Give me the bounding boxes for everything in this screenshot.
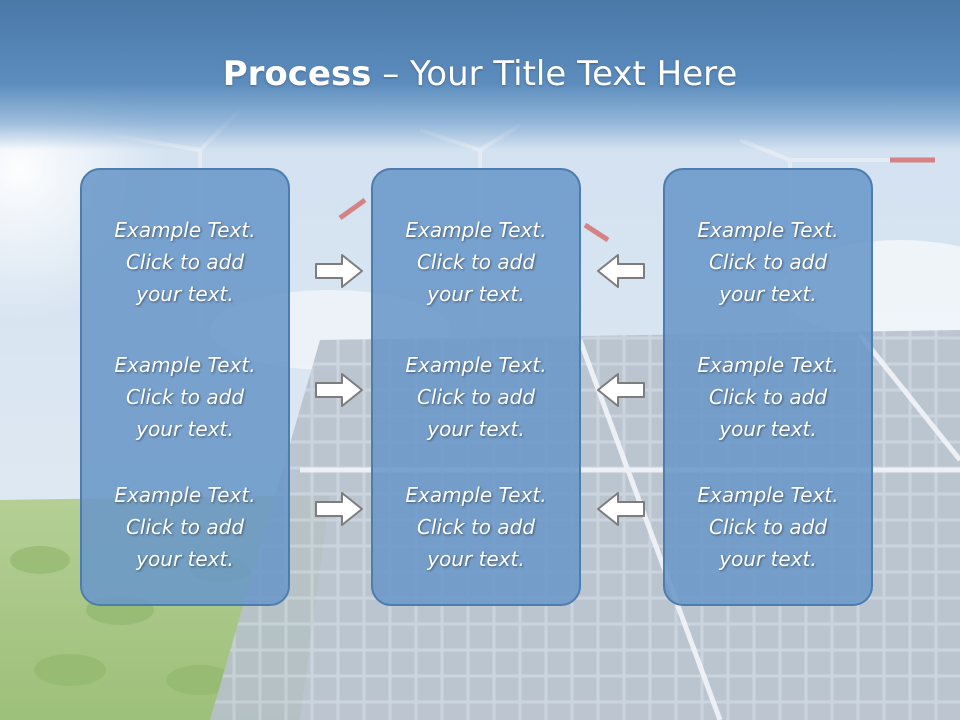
arrow-left-icon[interactable] (596, 253, 646, 289)
panel-text-block[interactable]: Example Text. Click to add your text. (373, 214, 579, 310)
title-bold: Process (222, 54, 372, 94)
panel-text-block[interactable]: Example Text. Click to add your text. (82, 349, 288, 445)
text-line: your text. (136, 417, 234, 441)
text-line: Click to add (125, 250, 245, 274)
text-line: Click to add (416, 385, 536, 409)
text-line: Click to add (125, 515, 245, 539)
arrow-right-icon[interactable] (314, 491, 364, 527)
panel-text-block[interactable]: Example Text. Click to add your text. (665, 479, 871, 575)
arrow-right-icon[interactable] (314, 372, 364, 408)
title-band (0, 0, 960, 150)
arrow-right-icon[interactable] (314, 253, 364, 289)
panel-text-block[interactable]: Example Text. Click to add your text. (665, 214, 871, 310)
text-line: your text. (136, 282, 234, 306)
text-line: Example Text. (405, 483, 547, 507)
text-line: Example Text. (405, 353, 547, 377)
text-line: Click to add (125, 385, 245, 409)
text-line: your text. (427, 417, 525, 441)
text-line: Example Text. (697, 353, 839, 377)
text-line: Click to add (416, 515, 536, 539)
process-panel-left[interactable]: Example Text. Click to add your text. Ex… (80, 168, 290, 606)
text-line: your text. (719, 282, 817, 306)
text-line: Click to add (708, 250, 828, 274)
text-line: Example Text. (697, 483, 839, 507)
text-line: Example Text. (114, 483, 256, 507)
text-line: your text. (427, 547, 525, 571)
process-panel-right[interactable]: Example Text. Click to add your text. Ex… (663, 168, 873, 606)
panel-text-block[interactable]: Example Text. Click to add your text. (373, 479, 579, 575)
text-line: Example Text. (114, 218, 256, 242)
text-line: Example Text. (114, 353, 256, 377)
text-line: Click to add (416, 250, 536, 274)
text-line: your text. (719, 417, 817, 441)
arrow-left-icon[interactable] (596, 491, 646, 527)
text-line: your text. (719, 547, 817, 571)
text-line: Example Text. (697, 218, 839, 242)
text-line: your text. (136, 547, 234, 571)
panel-text-block[interactable]: Example Text. Click to add your text. (82, 214, 288, 310)
title-rest: – Your Title Text Here (371, 54, 738, 94)
arrow-left-icon[interactable] (596, 372, 646, 408)
text-line: Click to add (708, 385, 828, 409)
process-panel-center[interactable]: Example Text. Click to add your text. Ex… (371, 168, 581, 606)
panel-text-block[interactable]: Example Text. Click to add your text. (82, 479, 288, 575)
panel-text-block[interactable]: Example Text. Click to add your text. (373, 349, 579, 445)
text-line: your text. (427, 282, 525, 306)
text-line: Example Text. (405, 218, 547, 242)
panel-text-block[interactable]: Example Text. Click to add your text. (665, 349, 871, 445)
slide-title[interactable]: Process – Your Title Text Here (0, 52, 960, 96)
text-line: Click to add (708, 515, 828, 539)
